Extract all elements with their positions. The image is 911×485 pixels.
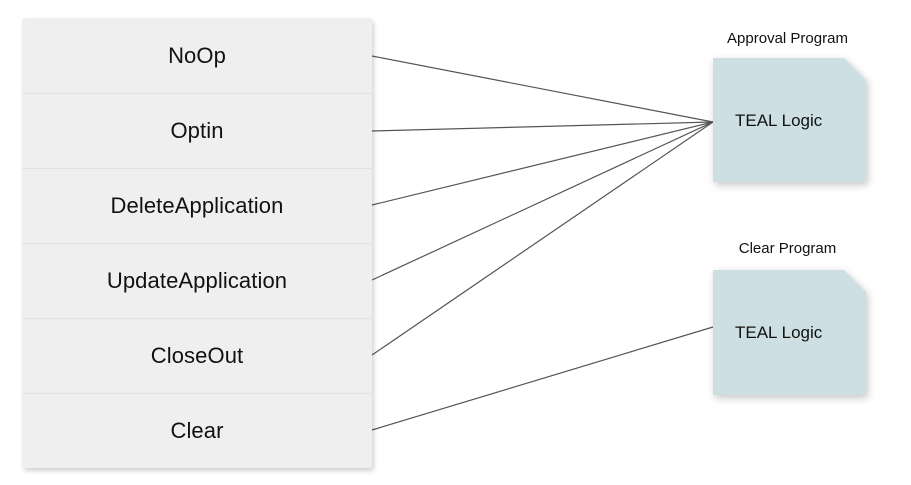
oncomplete-list-panel: NoOp Optin DeleteApplication UpdateAppli…: [22, 18, 372, 468]
clear-program-group: Clear Program TEAL Logic: [705, 238, 880, 403]
list-item-optin[interactable]: Optin: [22, 93, 372, 168]
clear-program-body-label: TEAL Logic: [735, 323, 823, 342]
connector-noop: [371, 55, 714, 123]
clear-program-title: Clear Program: [738, 240, 837, 257]
approval-program-group: Approval Program TEAL Logic: [705, 28, 880, 188]
approval-program-card[interactable]: TEAL Logic: [713, 58, 866, 182]
connector-optin: [371, 121, 714, 132]
clear-program-card[interactable]: TEAL Logic: [713, 270, 866, 395]
list-item-closeout[interactable]: CloseOut: [22, 318, 372, 393]
approval-program-body-label: TEAL Logic: [735, 110, 823, 130]
connector-updateapplication: [371, 121, 714, 281]
list-item-label: Optin: [170, 117, 224, 143]
list-item-label: DeleteApplication: [110, 192, 284, 218]
list-item-label: CloseOut: [150, 342, 244, 368]
document-shape-icon: [713, 58, 866, 182]
list-item-label: UpdateApplication: [106, 267, 288, 293]
connector-deleteapplication: [371, 121, 714, 206]
document-shape-icon: [713, 270, 866, 395]
list-item-label: Clear: [170, 417, 224, 443]
connector-clear: [371, 326, 714, 431]
connector-lines: [371, 55, 714, 431]
list-item-noop[interactable]: NoOp: [22, 18, 372, 93]
list-item-deleteapplication[interactable]: DeleteApplication: [22, 168, 372, 243]
list-item-updateapplication[interactable]: UpdateApplication: [22, 243, 372, 318]
list-item-label: NoOp: [168, 42, 226, 68]
list-item-clear[interactable]: Clear: [22, 393, 372, 468]
connector-closeout: [371, 121, 714, 356]
approval-program-title: Approval Program: [727, 30, 848, 47]
